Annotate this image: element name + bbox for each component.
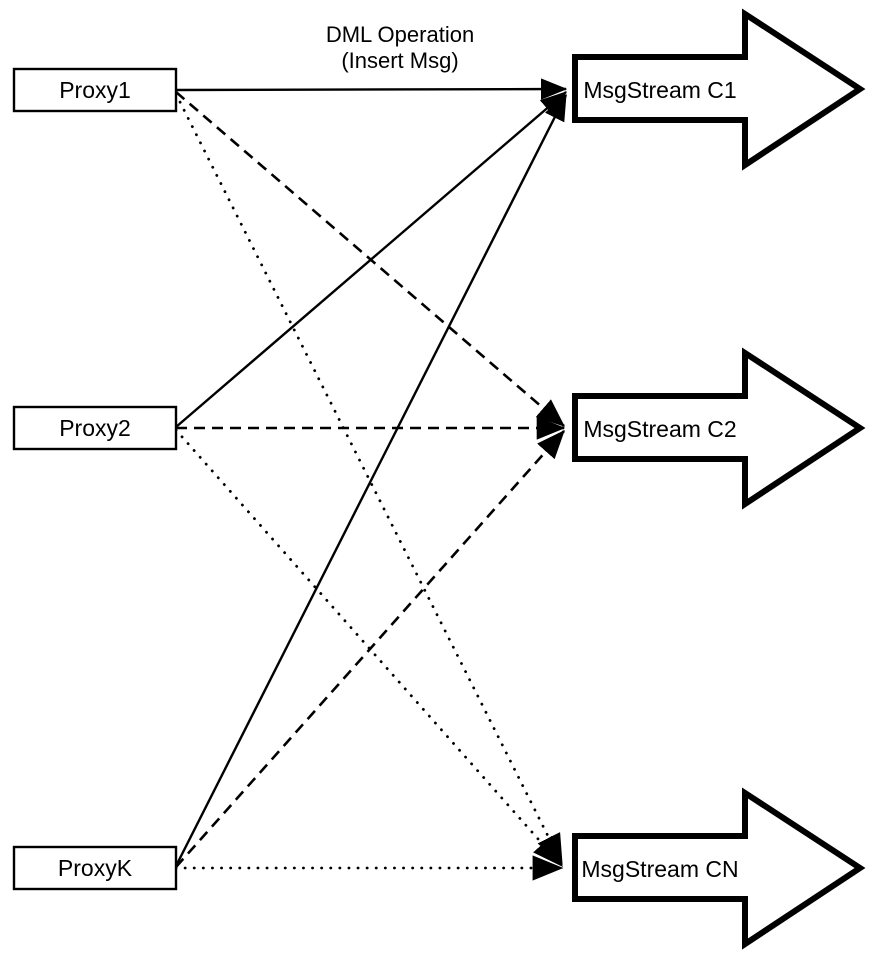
proxy-label: ProxyK [58,855,133,881]
proxy-box[interactable] [12,67,178,113]
proxy-node-proxyk[interactable]: ProxyK [12,845,178,891]
edge-proxyk-to-stream-c2 [175,430,565,868]
edge-proxy2-to-stream-c1 [175,91,567,428]
proxy-label: Proxy2 [59,415,131,441]
proxy-label: Proxy1 [59,77,131,103]
edge-proxyk-to-stream-c1 [174,93,568,867]
edge-caption: DML Operation (Insert Msg) [326,22,474,73]
proxy-box[interactable] [12,405,178,451]
edge-caption-line2: (Insert Msg) [341,48,458,73]
proxy-node-proxy2[interactable]: Proxy2 [12,405,178,451]
edge-proxy1-to-stream-c1 [175,78,568,100]
stream-label: MsgStream CN [581,856,738,882]
stream-arrow-shape[interactable] [572,347,866,510]
proxy-node-proxy1[interactable]: Proxy1 [12,67,178,113]
stream-arrow-shape[interactable] [572,787,866,950]
edge-proxy2-to-stream-cn [174,428,564,868]
proxy-box[interactable] [12,845,178,891]
edge-proxy1-to-stream-cn [174,92,564,866]
stream-node-c2[interactable]: MsgStream C2 [572,347,866,510]
edge-caption-line1: DML Operation [326,22,474,47]
stream-node-cn[interactable]: MsgStream CN [572,787,866,950]
stream-node-c1[interactable]: MsgStream C1 [572,8,866,171]
edge-layer [174,78,568,881]
stream-label: MsgStream C2 [583,416,736,442]
stream-arrow-shape[interactable] [572,8,866,171]
stream-label: MsgStream C1 [583,77,736,103]
